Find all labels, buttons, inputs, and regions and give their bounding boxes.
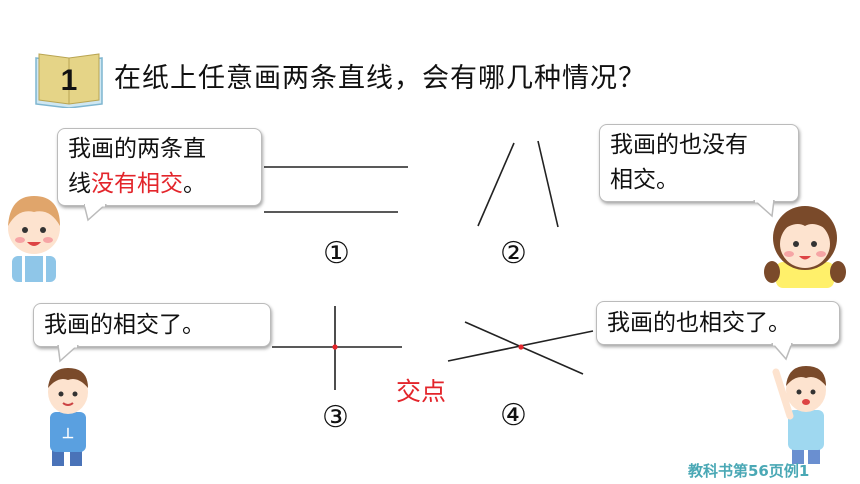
- svg-text:⊥: ⊥: [62, 425, 74, 441]
- boy-illustration-bottom-left: ⊥: [48, 368, 88, 466]
- bubble-tail: [752, 200, 775, 218]
- intersection-label: 交点: [396, 377, 447, 406]
- speech-bubble-top-left: 我画的两条直 线没有相交。: [57, 128, 262, 206]
- speech-bubble-bottom-left: 我画的相交了。: [33, 303, 271, 347]
- example-number: 1: [61, 64, 78, 97]
- figure-label-2: ②: [500, 236, 527, 271]
- speech-bubble-bottom-right: 我画的也相交了。: [596, 301, 840, 345]
- bubble-tail: [771, 343, 793, 361]
- fig2-line-b: [537, 140, 559, 228]
- fig3-intersection: [332, 344, 338, 350]
- fig4-line-a: [464, 321, 584, 375]
- bubble-text-line1: 我画的也没有: [610, 132, 748, 158]
- bubble-text-line1: 我画的两条直: [68, 136, 206, 162]
- boy-illustration-bottom-right: [772, 366, 826, 464]
- highlight-no-intersect: 没有相交: [91, 171, 183, 197]
- bubble-text: 我画的相交了。: [44, 312, 205, 338]
- speech-bubble-top-right: 我画的也没有 相交。: [599, 124, 799, 202]
- example-question: 在纸上任意画两条直线，会有哪几种情况？: [114, 63, 646, 94]
- bubble-tail: [84, 204, 108, 222]
- bubble-text: 我画的也相交了。: [607, 310, 791, 336]
- bubble-text-line2: 线没有相交。: [68, 171, 206, 197]
- girl-illustration-top-right: [764, 206, 846, 288]
- figure-label-4: ④: [500, 398, 527, 433]
- fig4-intersection: [518, 344, 524, 350]
- bubble-text-line2: 相交。: [610, 167, 679, 193]
- textbook-reference: 教科书第56页例1: [688, 462, 810, 480]
- figure-label-3: ③: [322, 400, 349, 435]
- fig2-line-a: [477, 142, 515, 227]
- book-number-icon: 1: [35, 53, 103, 108]
- bubble-tail: [57, 345, 80, 363]
- boy-illustration-top-left: [8, 196, 60, 282]
- figure-label-1: ①: [323, 236, 350, 271]
